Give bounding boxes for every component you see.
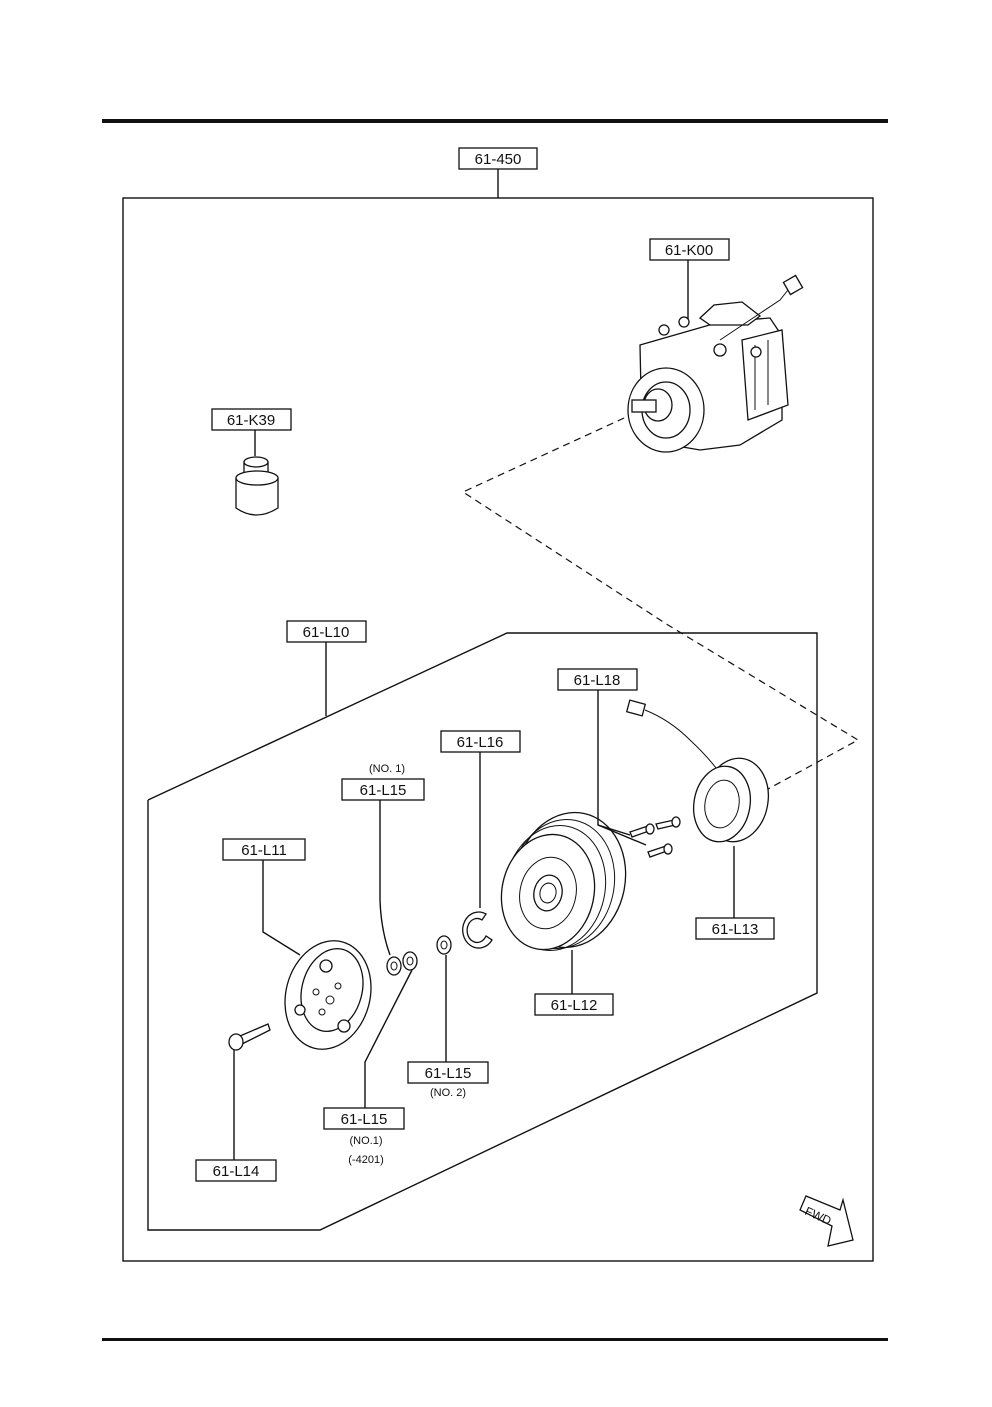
label-61-L16: 61-L16 (440, 730, 521, 753)
compressor-drawing (627, 260, 804, 453)
screws-drawing (597, 690, 681, 858)
coil-drawing (625, 699, 769, 918)
label-61-K39: 61-K39 (211, 408, 292, 431)
svg-text:61-L12: 61-L12 (551, 997, 598, 1014)
label-61-450: 61-450 (458, 147, 538, 170)
svg-text:61-L15: 61-L15 (425, 1065, 472, 1082)
svg-text:61-K00: 61-K00 (665, 242, 713, 259)
top-rule (102, 119, 888, 123)
svg-text:61-L15: 61-L15 (341, 1111, 388, 1128)
hub-drawing (262, 860, 372, 1050)
bolt-drawing (228, 1023, 271, 1160)
svg-text:61-K39: 61-K39 (227, 412, 275, 429)
svg-text:(NO. 1): (NO. 1) (369, 763, 405, 775)
snap-ring-drawing (462, 752, 493, 949)
label-61-K00: 61-K00 (649, 238, 730, 261)
label-61-L15-no2: 61-L15 (NO. 2) (407, 1061, 489, 1099)
bushing-drawing (235, 430, 279, 516)
label-61-L18: 61-L18 (557, 668, 638, 691)
fwd-arrow: FWD (799, 1195, 854, 1247)
label-61-L12: 61-L12 (534, 993, 614, 1016)
svg-text:(-4201): (-4201) (348, 1154, 383, 1166)
svg-text:61-L16: 61-L16 (457, 734, 504, 751)
label-61-L11: 61-L11 (222, 838, 306, 861)
shims-drawing (364, 800, 452, 1108)
svg-text:61-L14: 61-L14 (213, 1163, 260, 1180)
svg-text:61-L10: 61-L10 (303, 624, 350, 641)
label-61-L15-no1-bottom: 61-L15 (NO.1) (-4201) (323, 1107, 405, 1166)
svg-text:(NO. 2): (NO. 2) (430, 1087, 466, 1099)
svg-text:61-L15: 61-L15 (360, 782, 407, 799)
svg-text:61-L18: 61-L18 (574, 672, 621, 689)
label-61-L13: 61-L13 (695, 917, 775, 940)
label-61-L15-no1-top: (NO. 1) 61-L15 (341, 763, 425, 801)
alignment-dashed-line (461, 412, 860, 790)
svg-text:(NO.1): (NO.1) (350, 1135, 383, 1147)
svg-text:61-450: 61-450 (475, 151, 522, 168)
svg-text:61-L11: 61-L11 (241, 842, 287, 859)
clutch-set-frame (147, 632, 818, 1231)
label-61-L10: 61-L10 (286, 620, 367, 643)
bottom-rule (102, 1338, 888, 1341)
label-61-L14: 61-L14 (195, 1159, 277, 1182)
svg-text:61-L13: 61-L13 (712, 921, 759, 938)
pulley-drawing (500, 811, 627, 994)
